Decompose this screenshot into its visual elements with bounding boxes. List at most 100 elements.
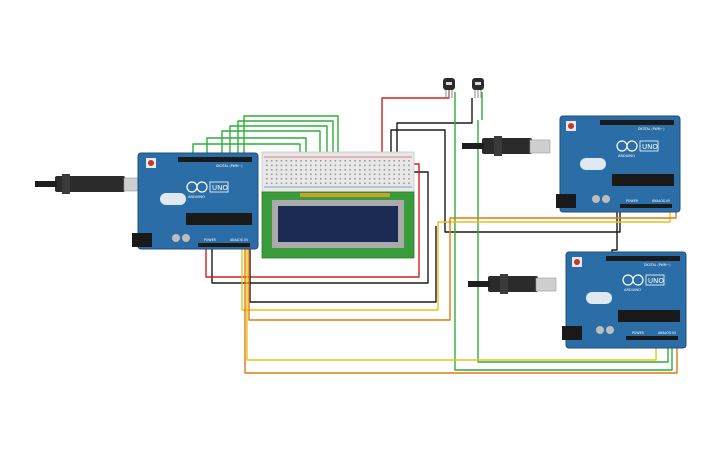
breadboard-hole xyxy=(364,169,366,171)
breadboard-hole xyxy=(300,169,302,171)
breadboard-hole xyxy=(295,182,297,185)
wire-black[interactable] xyxy=(396,98,473,160)
breadboard-hole xyxy=(368,160,371,162)
microcontroller-chip xyxy=(618,310,680,322)
breadboard-hole xyxy=(378,160,381,162)
digital-header[interactable] xyxy=(178,157,252,162)
wire-green[interactable] xyxy=(206,137,307,160)
breadboard-hole xyxy=(403,164,405,167)
breadboard-hole xyxy=(270,160,273,162)
breadboard-hole xyxy=(266,182,268,185)
breadboard-hole xyxy=(354,182,356,185)
breadboard-hole xyxy=(403,160,405,162)
breadboard-hole xyxy=(408,182,410,185)
breadboard-hole xyxy=(344,164,346,167)
breadboard-hole xyxy=(315,173,317,176)
breadboard-hole xyxy=(310,160,312,162)
breadboard-hole xyxy=(349,178,351,180)
breadboard[interactable] xyxy=(261,151,415,193)
breadboard-hole xyxy=(315,178,317,180)
breadboard-hole xyxy=(344,182,346,185)
breadboard-hole xyxy=(319,164,322,167)
breadboard-hole xyxy=(280,160,283,162)
header-power-label: POWER xyxy=(632,331,645,335)
breadboard-hole xyxy=(324,182,327,185)
wire-green[interactable] xyxy=(237,120,334,160)
power-analog-header[interactable] xyxy=(198,243,250,247)
breadboard-hole xyxy=(324,164,327,167)
breadboard-hole xyxy=(280,178,283,180)
breadboard-hole xyxy=(383,169,386,171)
arduino-uno-3[interactable]: DIGITAL (PWM~) UNO ARDUINO POWER ANALOG … xyxy=(562,251,687,349)
breadboard-hole xyxy=(324,169,327,171)
breadboard-hole xyxy=(285,169,288,171)
wire-orange[interactable] xyxy=(244,246,678,374)
breadboard-hole xyxy=(339,182,342,185)
breadboard-hole xyxy=(359,182,361,185)
digital-header[interactable] xyxy=(600,120,674,125)
header-digital-label: DIGITAL (PWM~) xyxy=(216,164,242,168)
breadboard-hole xyxy=(378,169,381,171)
arduino-uno-2[interactable]: DIGITAL (PWM~) UNO ARDUINO POWER ANALOG … xyxy=(556,115,681,213)
header-digital-label: DIGITAL (PWM~) xyxy=(644,263,670,267)
breadboard-hole xyxy=(275,160,278,162)
wire-orange[interactable] xyxy=(442,210,677,321)
wire-green[interactable] xyxy=(477,120,669,363)
breadboard-hole xyxy=(310,178,312,180)
power-jack xyxy=(132,233,152,247)
breadboard-hole xyxy=(334,164,337,167)
digital-header[interactable] xyxy=(606,256,680,261)
breadboard-hole xyxy=(295,173,297,176)
breadboard-hole xyxy=(364,160,366,162)
lcd-16x2[interactable] xyxy=(261,191,415,259)
wire-green[interactable] xyxy=(454,92,673,371)
wire-green[interactable] xyxy=(221,130,321,160)
wire-black[interactable] xyxy=(211,171,429,284)
arduino-logo: UNO ARDUINO xyxy=(616,140,659,158)
wire-black[interactable] xyxy=(249,226,437,303)
transistor-1[interactable] xyxy=(443,78,455,98)
wire-black[interactable] xyxy=(390,129,621,233)
breadboard-hole xyxy=(398,160,400,162)
header-power-label: POWER xyxy=(626,199,639,203)
wires-layer xyxy=(192,90,678,374)
breadboard-hole xyxy=(398,182,400,185)
breadboard-hole xyxy=(300,182,302,185)
breadboard-hole xyxy=(403,178,405,180)
wire-green[interactable] xyxy=(229,125,328,160)
usb-plug-icon xyxy=(500,274,508,294)
breadboard-hole xyxy=(368,173,371,176)
transistor-2[interactable] xyxy=(472,78,484,98)
breadboard-hole xyxy=(300,160,302,162)
breadboard-hole xyxy=(334,173,337,176)
breadboard-hole xyxy=(305,169,307,171)
breadboard-hole xyxy=(290,164,293,167)
breadboard-hole xyxy=(383,182,386,185)
breadboard-hole xyxy=(315,182,317,185)
breadboard-hole xyxy=(388,169,391,171)
breadboard-hole xyxy=(378,173,381,176)
breadboard-hole xyxy=(359,173,361,176)
breadboard-hole xyxy=(368,169,371,171)
board-model: UNO xyxy=(212,184,228,192)
wire-yellow[interactable] xyxy=(241,210,671,311)
power-analog-header[interactable] xyxy=(620,204,672,208)
wire-yellow[interactable] xyxy=(246,246,657,361)
breadboard-hole xyxy=(329,164,332,167)
breadboard-hole xyxy=(290,182,293,185)
wire-orange[interactable] xyxy=(248,246,442,321)
breadboard-hole xyxy=(275,178,278,180)
usb-plug-icon xyxy=(62,174,70,194)
breadboard-hole xyxy=(305,160,307,162)
microcontroller-chip xyxy=(186,213,252,225)
wire-green[interactable] xyxy=(243,115,339,160)
power-analog-header[interactable] xyxy=(626,336,678,340)
breadboard-hole xyxy=(290,173,293,176)
wire-red[interactable] xyxy=(381,90,450,160)
usb-cable-1 xyxy=(35,174,149,194)
breadboard-hole xyxy=(310,182,312,185)
arduino-uno-1[interactable]: DIGITAL (PWM~) UNO ARDUINO POWER ANALOG … xyxy=(132,152,259,250)
breadboard-hole xyxy=(408,169,410,171)
wire-red[interactable] xyxy=(205,163,420,278)
breadboard-hole xyxy=(349,164,351,167)
